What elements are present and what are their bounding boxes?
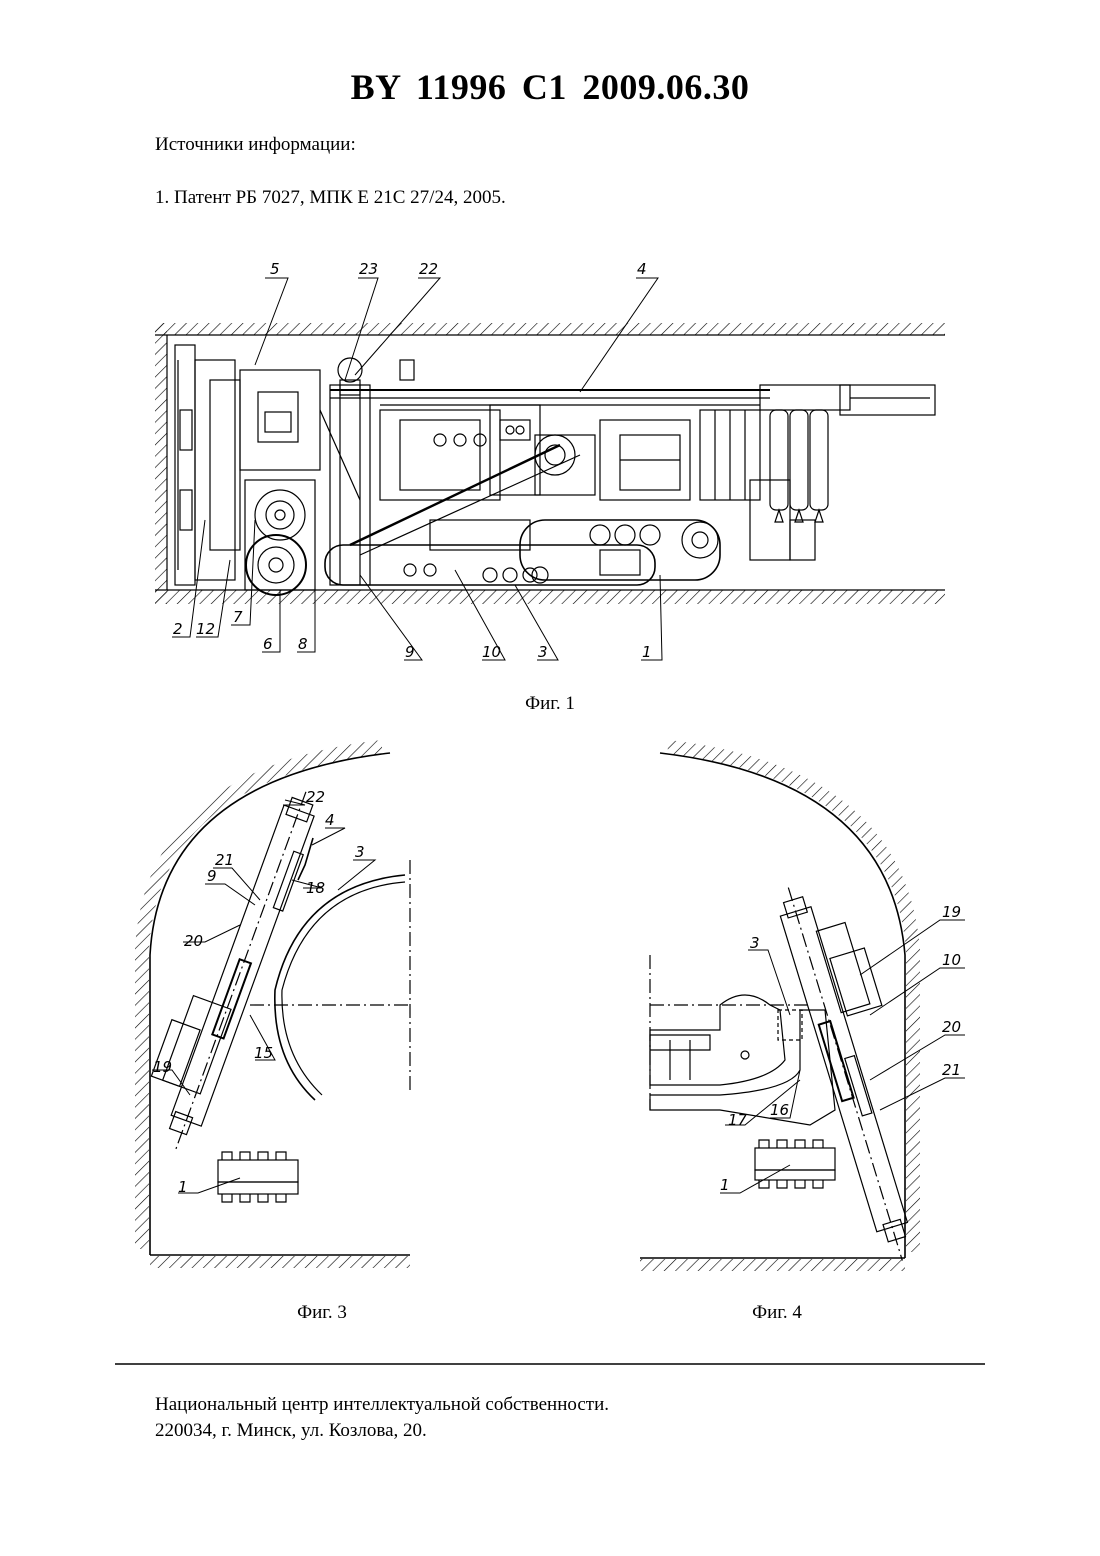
figure-1-drawing (155, 278, 945, 660)
callout-fig1: 10 (482, 643, 501, 661)
figure-4-drawing (640, 747, 965, 1271)
callout-fig1: 8 (298, 635, 308, 653)
callout-fig1: 2 (173, 620, 183, 638)
callout-fig4: 16 (770, 1101, 789, 1119)
callout-fig1: 12 (196, 620, 215, 638)
tunnel-face-hatch (155, 323, 167, 604)
figure-1-caption: Фиг. 1 (470, 693, 630, 715)
figure-3-caption: Фиг. 3 (242, 1302, 402, 1324)
callout-fig4: 17 (728, 1111, 748, 1129)
callout-fig3: 19 (153, 1058, 172, 1076)
callout-fig3: 1 (178, 1178, 188, 1196)
callout-fig1: 6 (263, 635, 273, 653)
callout-fig4: 1 (720, 1176, 730, 1194)
footer-line-1: Национальный центр интеллектуальной собс… (155, 1394, 609, 1416)
tunnel-roof-hatch (155, 323, 945, 335)
callout-fig3: 20 (184, 932, 203, 950)
callout-fig4: 19 (942, 903, 961, 921)
callout-fig1: 22 (419, 260, 438, 278)
callout-fig1: 9 (405, 643, 415, 661)
callout-fig1: 3 (538, 643, 548, 661)
callout-fig3: 9 (207, 867, 217, 885)
callout-fig3: 15 (254, 1044, 273, 1062)
callout-fig3: 21 (215, 851, 234, 869)
callout-fig1: 23 (359, 260, 378, 278)
callout-fig4: 3 (750, 934, 760, 952)
figure-4-caption: Фиг. 4 (697, 1302, 857, 1324)
callout-fig4: 20 (942, 1018, 961, 1036)
callout-fig1: 7 (233, 608, 243, 626)
callout-fig1: 5 (270, 260, 280, 278)
callout-fig3: 3 (355, 843, 365, 861)
figure-4-callouts: 19 10 3 20 21 17 16 1 (720, 903, 961, 1194)
footer-line-2: 220034, г. Минск, ул. Козлова, 20. (155, 1420, 427, 1442)
callout-fig1: 4 (637, 260, 647, 278)
callout-fig4: 10 (942, 951, 961, 969)
callout-fig1: 1 (642, 643, 652, 661)
callout-fig3: 18 (306, 879, 325, 897)
callout-fig3: 4 (325, 811, 335, 829)
tunnel-floor-hatch (155, 590, 945, 604)
callout-fig3: 22 (306, 788, 325, 806)
callout-fig4: 21 (942, 1061, 961, 1079)
figure-3-drawing (131, 747, 410, 1268)
